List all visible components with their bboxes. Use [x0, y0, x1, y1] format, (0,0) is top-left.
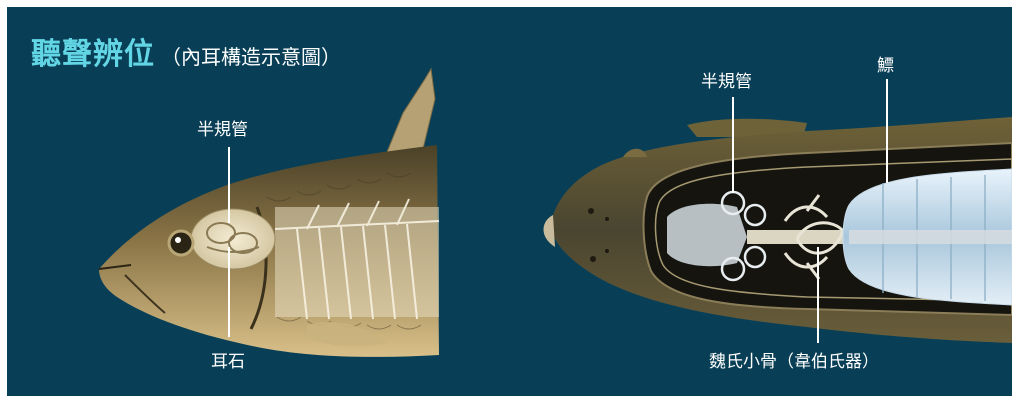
label-swim-bladder: 鰾 — [877, 51, 894, 76]
fish-illustrations — [7, 7, 1012, 396]
top-view-fish — [544, 117, 1013, 343]
label-otolith: 耳石 — [211, 347, 245, 372]
diagram-panel: 聽聲辨位（內耳構造示意圖） — [7, 7, 1012, 396]
side-view-fish — [99, 69, 439, 357]
label-semicircular-canal-right: 半規管 — [701, 67, 752, 92]
label-weberian-apparatus: 魏氏小骨（韋伯氏器） — [709, 347, 879, 372]
label-semicircular-canal-left: 半規管 — [197, 115, 248, 140]
